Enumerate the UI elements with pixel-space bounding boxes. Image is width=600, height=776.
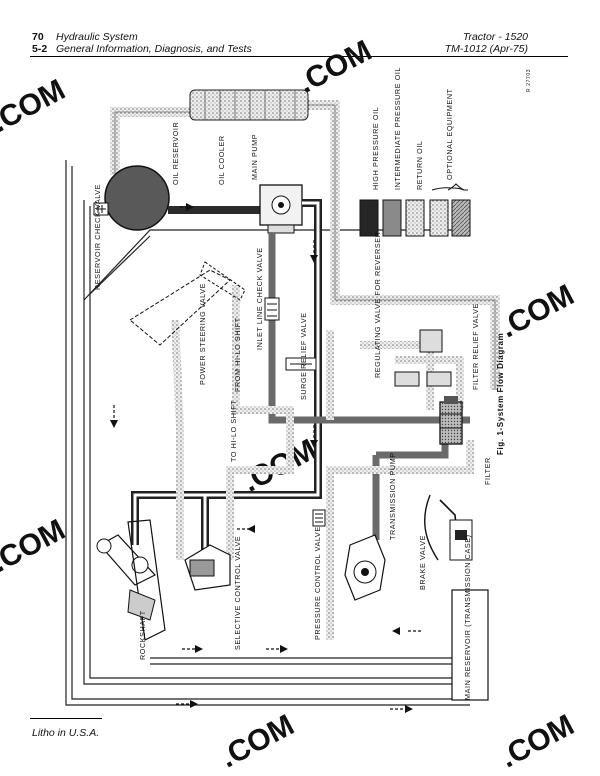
label-surge-relief-valve: SURGE RELIEF VALVE [299, 312, 308, 400]
label-reservoir-check-valve: RESERVOIR CHECK VALVE [93, 184, 102, 290]
legend-label-high: HIGH PRESSURE OIL [371, 107, 380, 190]
label-regulating-valve: REGULATING VALVE FOR REVERSER [373, 232, 382, 378]
diagram-labels: HIGH PRESSURE OIL INTERMEDIATE PRESSURE … [93, 67, 532, 700]
watermark-text: .COM [0, 513, 71, 579]
label-brake-valve: BRAKE VALVE [418, 535, 427, 590]
regulating-valve [394, 329, 452, 387]
label-rockshaft: ROCKSHAFT [138, 610, 147, 660]
transmission-pump [344, 534, 386, 601]
oil-cooler [189, 89, 309, 121]
return-oil-lines [171, 285, 474, 640]
label-oil-cooler: OIL COOLER [217, 135, 226, 185]
footer-rule [30, 718, 102, 719]
power-steering-valve [129, 261, 246, 346]
legend [359, 183, 471, 237]
legend-label-intermediate: INTERMEDIATE PRESSURE OIL [393, 67, 402, 190]
watermark-text: .COM [495, 278, 580, 344]
pressure-control-valve [312, 509, 326, 527]
legend-label-return: RETURN OIL [415, 140, 424, 190]
header-rule [30, 56, 568, 57]
reservoir-check-valve [93, 202, 109, 216]
brake-valve [424, 494, 473, 561]
chapter-title: Hydraulic System [56, 31, 138, 43]
section-header: 5-2 General Information, Diagnosis, and T… [32, 43, 252, 55]
label-transmission-pump: TRANSMISSION PUMP [388, 452, 397, 540]
label-filter-relief-valve: FILTER RELIEF VALVE [471, 303, 480, 390]
inlet-line-check-valve [264, 297, 280, 321]
label-main-pump: MAIN PUMP [250, 134, 259, 180]
watermark-text: .COM [215, 708, 300, 774]
main-reservoir [451, 589, 489, 701]
chapter-header: 70 Hydraulic System [32, 31, 138, 43]
label-pressure-control-valve: PRESSURE CONTROL VALVE [313, 526, 322, 640]
label-from-hi-lo-shift: FROM HI-LO SHIFT [233, 317, 242, 392]
chapter-number: 70 [32, 31, 44, 43]
label-power-steering-valve: POWER STEERING VALVE [198, 283, 207, 385]
watermark-text: .COM [495, 708, 580, 774]
legend-swatch-intermediate [382, 199, 402, 237]
filter [439, 396, 463, 445]
legend-swatch-high [359, 199, 379, 237]
legend-swatch-optional-1 [429, 199, 449, 237]
label-inlet-line-check-valve: INLET LINE CHECK VALVE [255, 247, 264, 350]
section-title: General Information, Diagnosis, and Test… [56, 43, 252, 55]
manual-id: TM-1012 (Apr-75) [444, 43, 528, 55]
section-number: 5-2 [32, 43, 48, 55]
label-filter: FILTER [483, 457, 492, 485]
legend-swatch-optional-2 [451, 199, 471, 237]
flow-arrows [110, 203, 413, 713]
label-main-reservoir: MAIN RESERVOIR (TRANSMISSION CASE) [463, 534, 472, 700]
label-oil-reservoir: OIL RESERVOIR [171, 122, 180, 185]
label-selective-control-valve: SELECTIVE CONTROL VALVE [233, 536, 242, 650]
watermark-group: .COM .COM .COM .COM .COM .COM .COM [0, 34, 579, 774]
legend-label-optional: OPTIONAL EQUIPMENT [445, 88, 454, 180]
label-to-hi-lo-shift: TO HI-LO SHIFT [229, 400, 238, 462]
product-name: Tractor - 1520 [462, 31, 528, 43]
figure-caption: Fig. 1-System Flow Diagram [496, 333, 505, 455]
rockshaft [96, 519, 166, 641]
watermark-text: .COM [0, 73, 71, 139]
surge-relief-valve [285, 357, 317, 371]
frame-lines [65, 160, 470, 706]
selective-control-valve [184, 544, 231, 591]
figure-ref: R 27703 [526, 69, 532, 92]
oil-reservoir [104, 165, 170, 231]
watermark-text: .COM [237, 433, 322, 499]
legend-swatch-return [405, 199, 425, 237]
main-pump [259, 184, 303, 234]
footer-text: Litho in U.S.A. [32, 727, 100, 739]
